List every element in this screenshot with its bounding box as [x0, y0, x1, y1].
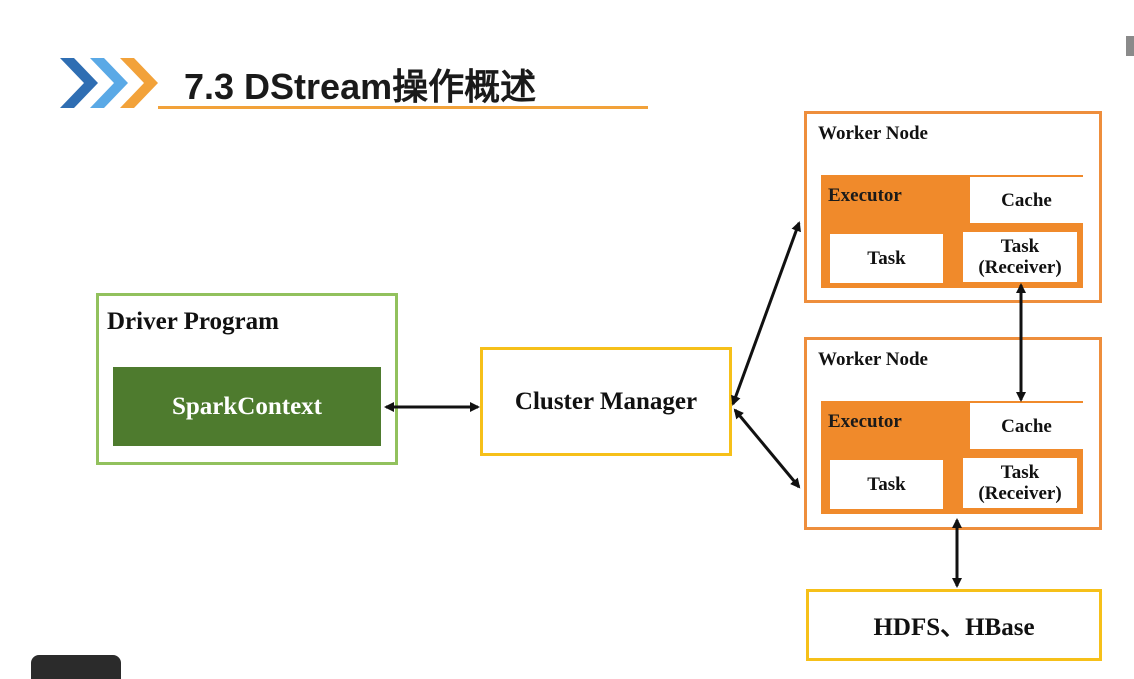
cache-1: Cache — [970, 177, 1083, 223]
task-receiver-2-line2: (Receiver) — [978, 483, 1062, 504]
worker-node-1 — [804, 111, 1102, 303]
executor-1-label: Executor — [828, 185, 902, 206]
corner-marker — [1126, 36, 1134, 56]
driver-program-box — [96, 293, 398, 465]
cluster-manager-box: Cluster Manager — [480, 347, 732, 456]
worker-node-2-label: Worker Node — [818, 349, 928, 370]
task-receiver-2-line1: Task — [1000, 462, 1040, 483]
slide-title: 7.3 DStream操作概述 — [184, 66, 537, 107]
task-receiver-1: Task (Receiver) — [963, 232, 1077, 282]
task-2: Task — [830, 460, 943, 509]
bottom-tab — [31, 655, 121, 679]
task-1: Task — [830, 234, 943, 283]
task-receiver-1-line2: (Receiver) — [978, 257, 1062, 278]
arrow-cluster-worker2 — [733, 408, 801, 489]
task-receiver-1-line1: Task — [1000, 236, 1040, 257]
worker-node-1-label: Worker Node — [818, 123, 928, 144]
cache-2: Cache — [970, 403, 1083, 449]
task-receiver-2: Task (Receiver) — [963, 458, 1077, 508]
hdfs-hbase-box: HDFS、HBase — [806, 589, 1102, 661]
arrow-cluster-worker1 — [731, 221, 801, 406]
driver-program-label: Driver Program — [107, 308, 279, 335]
title-underline — [158, 106, 648, 109]
triple-chevron-right-icon — [60, 58, 158, 108]
spark-context-box: SparkContext — [113, 367, 381, 446]
executor-2-label: Executor — [828, 411, 902, 432]
